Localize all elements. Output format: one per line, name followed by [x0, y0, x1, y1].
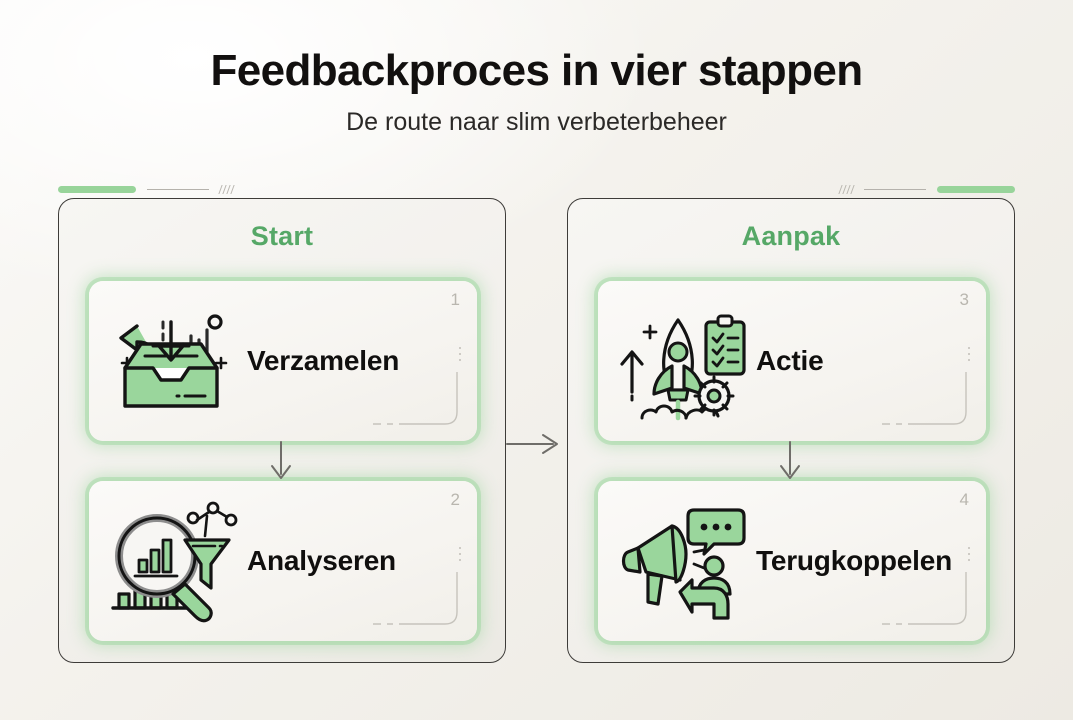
rail-line-icon	[147, 188, 209, 190]
step-card-label: Terugkoppelen	[756, 545, 953, 576]
step-card-analyseren[interactable]: Analyseren 2	[89, 481, 477, 641]
step-card-terugkoppelen[interactable]: Terugkoppelen 4	[598, 481, 986, 641]
panel-aanpak: Aanpak	[567, 198, 1015, 663]
panel-start: Start	[58, 198, 506, 663]
arrow-down-icon	[268, 440, 294, 482]
corner-dots-icon	[459, 547, 461, 561]
decorative-rail-left	[58, 184, 235, 194]
rail-line-icon	[864, 188, 926, 190]
magnifier-funnel-icon	[101, 496, 241, 626]
step-card-verzamelen[interactable]: Verzamelen 1	[89, 281, 477, 441]
corner-dots-icon	[459, 347, 461, 361]
step-card-label: Verzamelen	[247, 345, 400, 376]
corner-bracket-icon	[868, 558, 978, 633]
step-number: 3	[959, 290, 969, 309]
step-card-label: Actie	[756, 345, 824, 376]
arrow-down-icon	[777, 440, 803, 482]
decorative-rail-right	[838, 184, 1015, 194]
corner-bracket-icon	[868, 358, 978, 433]
step-number: 1	[450, 290, 460, 309]
corner-dots-icon	[968, 347, 970, 361]
rail-bar-icon	[58, 185, 136, 193]
step-card-label: Analyseren	[247, 545, 396, 576]
inbox-tray-icon	[101, 296, 241, 426]
corner-bracket-icon	[359, 358, 469, 433]
rail-hatch-icon	[218, 184, 235, 194]
corner-dots-icon	[968, 547, 970, 561]
corner-bracket-icon	[359, 558, 469, 633]
page-subtitle: De route naar slim verbeterbeheer	[346, 107, 727, 136]
arrow-right-icon	[505, 431, 563, 457]
diagram-stage: Start	[0, 198, 1073, 668]
megaphone-feedback-icon	[610, 496, 750, 626]
panel-title-aanpak: Aanpak	[741, 221, 841, 251]
panel-title-start: Start	[250, 221, 314, 251]
rail-hatch-icon	[838, 184, 855, 194]
rail-bar-icon	[937, 185, 1015, 193]
step-card-actie[interactable]: Actie 3	[598, 281, 986, 441]
step-number: 2	[450, 490, 460, 509]
page-header: Feedbackproces in vier stappen De route …	[0, 0, 1073, 137]
rocket-checklist-icon	[610, 296, 750, 426]
step-number: 4	[959, 490, 969, 509]
page-title: Feedbackproces in vier stappen	[210, 46, 863, 95]
